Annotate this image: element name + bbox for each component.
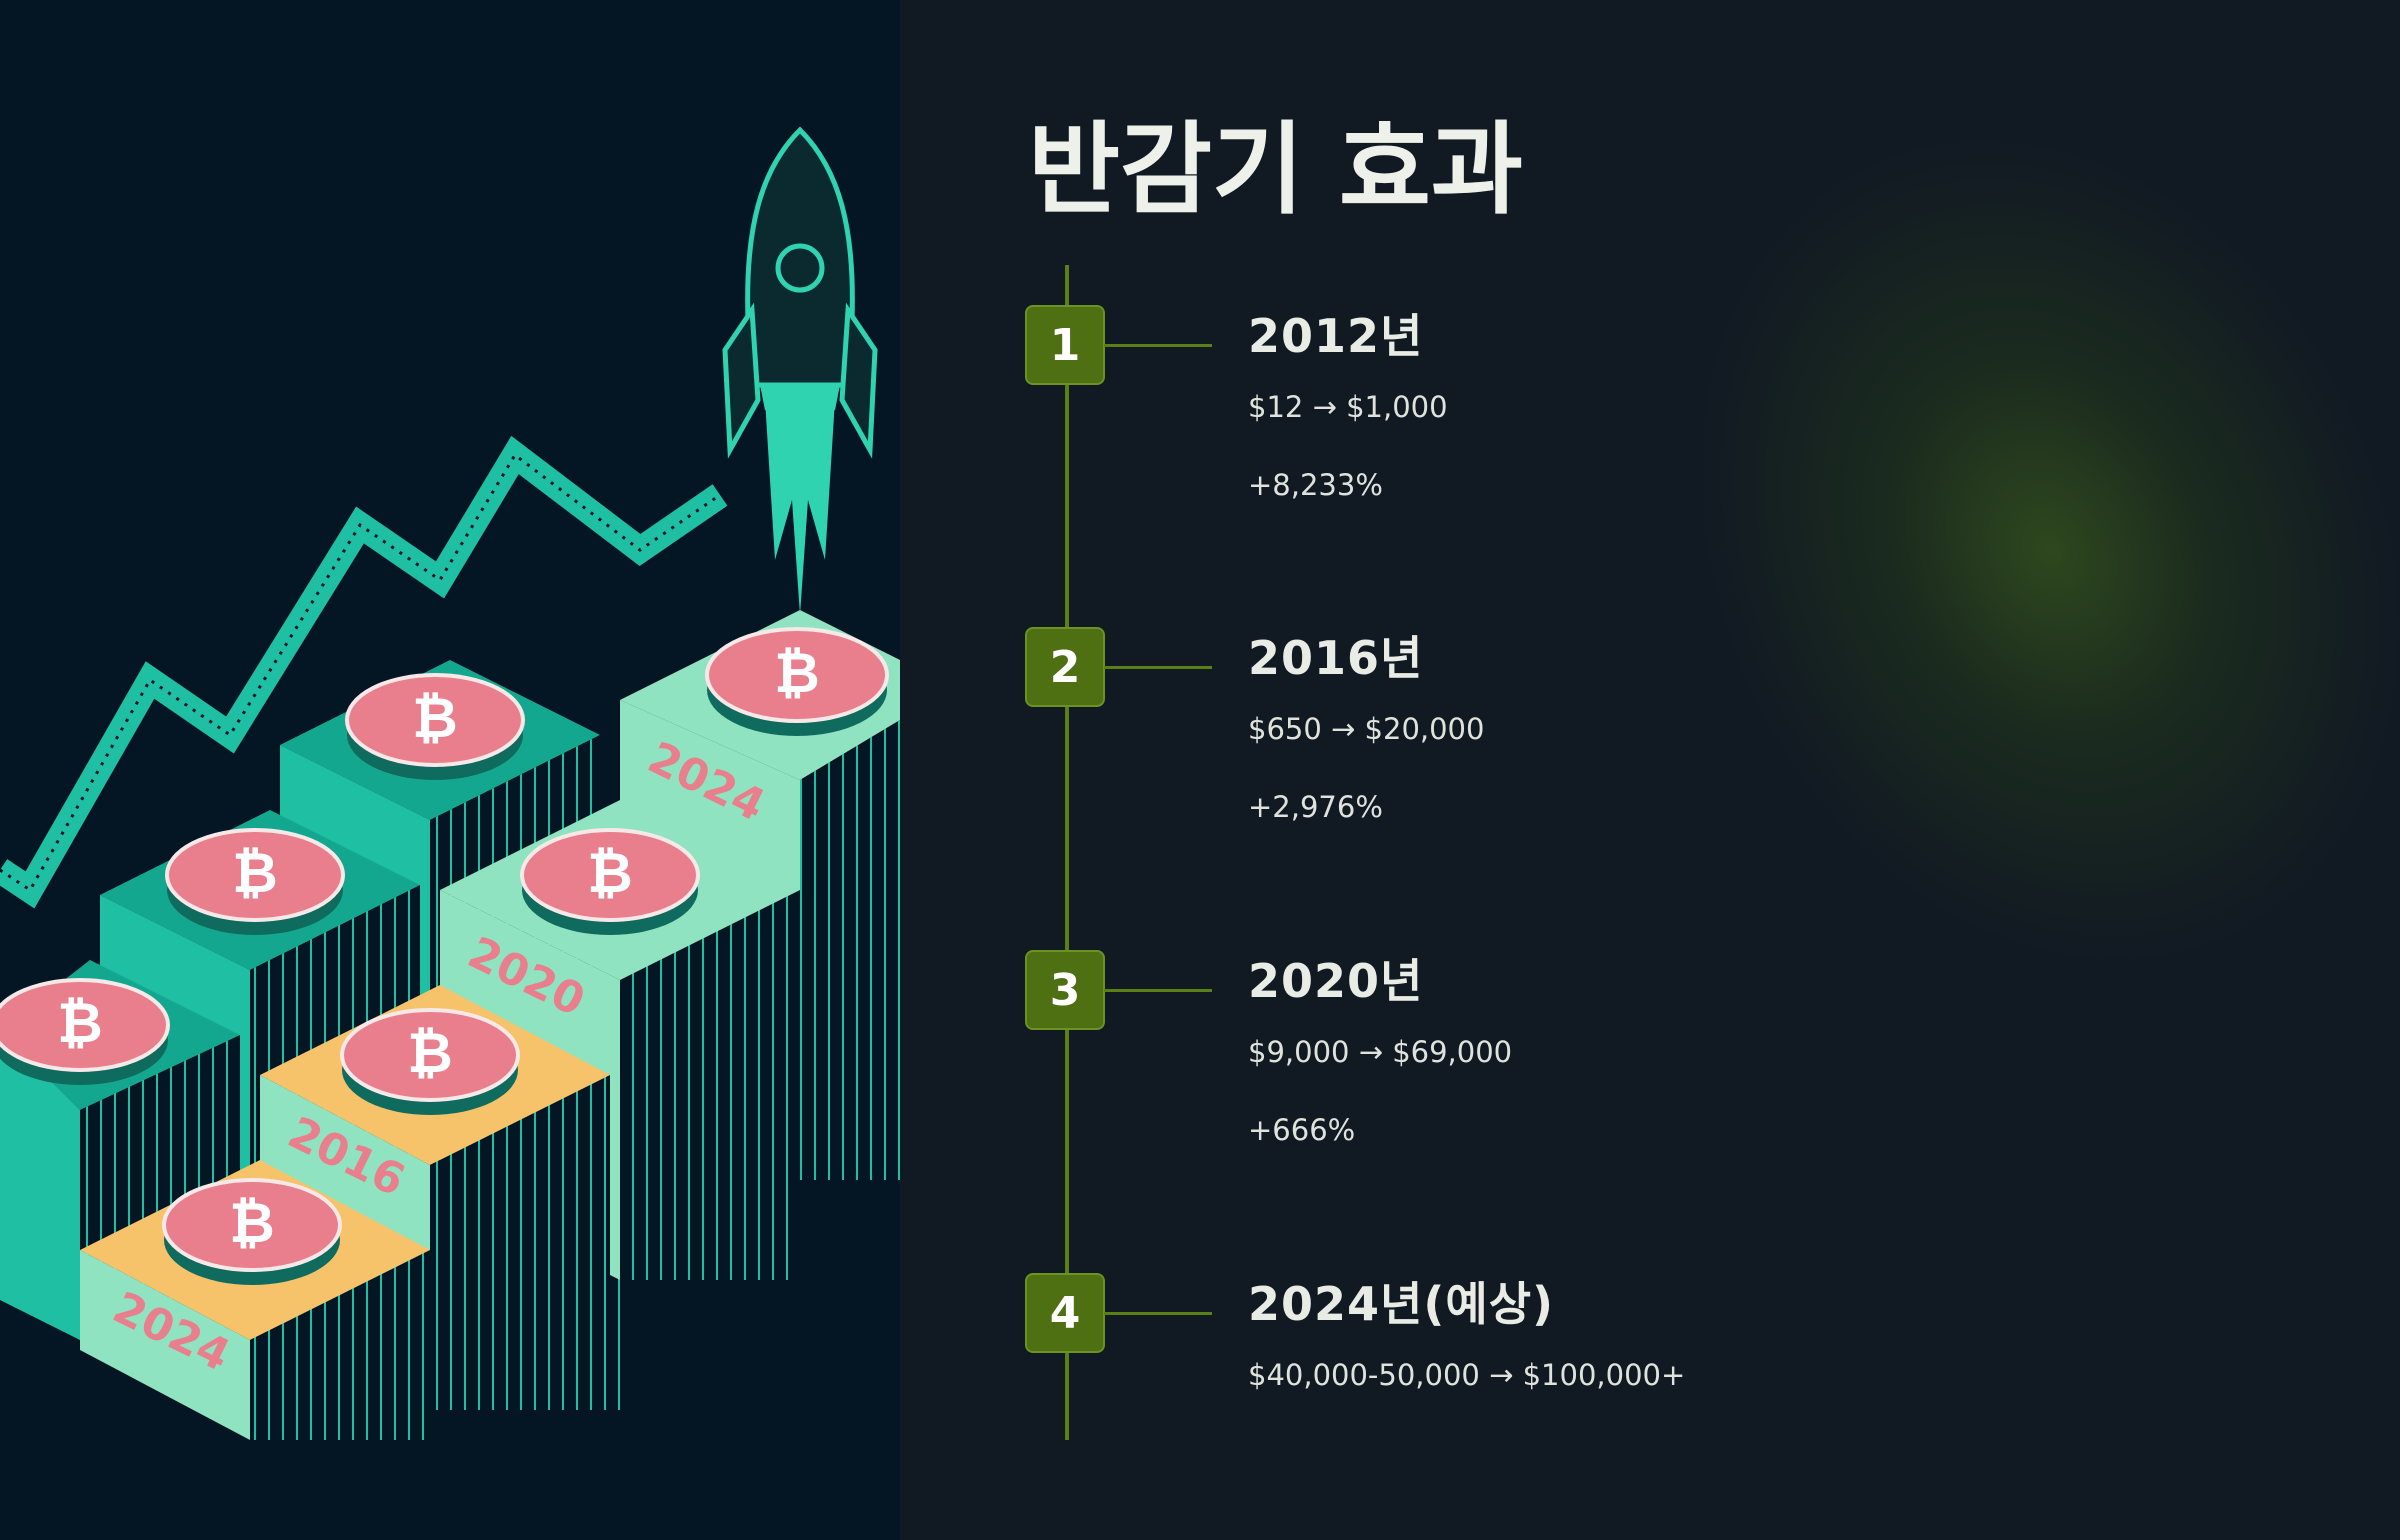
illustration-svg: ₿ ₿ ₿ ₿ ₿ ₿ ₿ (0, 126, 900, 1440)
background-glow (1542, 0, 2400, 1106)
bitcoin-rocket-illustration: ₿ ₿ ₿ ₿ ₿ ₿ ₿ (0, 0, 900, 1540)
step-price-change: $12 → $1,000 (1248, 390, 1448, 424)
coin-2: ₿ (345, 673, 525, 780)
step-number-badge: 1 (1025, 305, 1105, 385)
svg-text:₿: ₿ (407, 1021, 453, 1086)
coin-7: ₿ (162, 1178, 342, 1285)
step-number-badge: 2 (1025, 627, 1105, 707)
step-connector (1104, 989, 1212, 992)
step-price-change: $650 → $20,000 (1248, 712, 1485, 746)
step-price-change: $40,000-50,000 → $100,000+ (1248, 1358, 1686, 1392)
svg-text:₿: ₿ (774, 641, 820, 706)
step-connector (1104, 344, 1212, 347)
step-number-badge: 3 (1025, 950, 1105, 1030)
step-year: 2024년(예상) (1248, 1277, 1555, 1331)
coin-4: ₿ (165, 828, 345, 935)
svg-text:₿: ₿ (412, 686, 458, 751)
coin-1: ₿ (705, 627, 889, 736)
step-connector (1104, 1312, 1212, 1315)
step-gain: +2,976% (1248, 790, 1383, 824)
svg-text:₿: ₿ (587, 841, 633, 906)
svg-text:₿: ₿ (229, 1191, 275, 1256)
step-price-change: $9,000 → $69,000 (1248, 1035, 1513, 1069)
svg-text:₿: ₿ (232, 841, 278, 906)
coin-3: ₿ (520, 828, 700, 935)
step-connector (1104, 666, 1212, 669)
timeline-line (1065, 265, 1069, 1440)
coin-6: ₿ (340, 1008, 520, 1115)
coin-5: ₿ (0, 978, 170, 1085)
step-year: 2016년 (1248, 631, 1424, 685)
step-gain: +666% (1248, 1113, 1356, 1147)
step-year: 2020년 (1248, 954, 1424, 1008)
rocket-icon (722, 126, 878, 615)
step-gain: +8,233% (1248, 468, 1383, 502)
step-number-badge: 4 (1025, 1273, 1105, 1353)
page-title: 반감기 효과 (1028, 111, 1523, 228)
svg-text:₿: ₿ (57, 991, 103, 1056)
step-year: 2012년 (1248, 309, 1424, 363)
